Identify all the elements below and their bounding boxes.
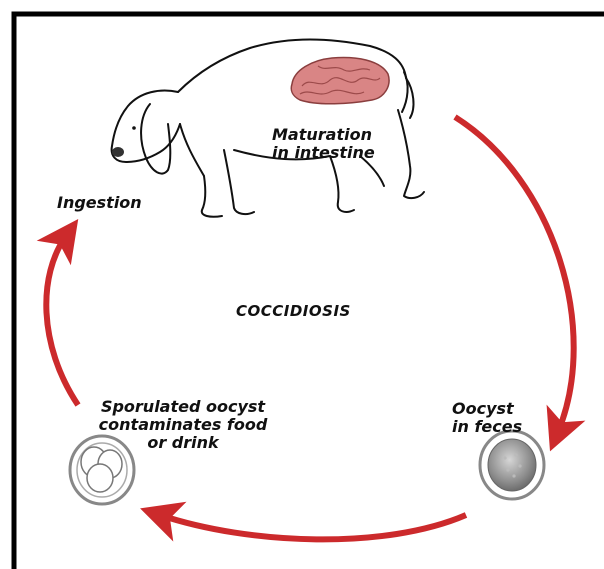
label-line: contaminates food xyxy=(78,416,288,434)
oocyst-feces-illustration xyxy=(480,431,544,499)
diagram-title: COCCIDIOSIS xyxy=(236,302,351,320)
label-sporulated-oocyst: Sporulated oocyst contaminates food or d… xyxy=(78,398,288,452)
label-line: or drink xyxy=(78,434,288,452)
label-oocyst-in-feces: Oocyst in feces xyxy=(452,400,522,436)
label-ingestion: Ingestion xyxy=(57,194,142,212)
arrow-sporulated-to-ingestion xyxy=(46,236,78,405)
arrow-dog-to-feces xyxy=(455,117,574,432)
arrow-feces-to-sporulated xyxy=(160,515,466,539)
label-line: Ingestion xyxy=(57,194,142,212)
label-line: Sporulated oocyst xyxy=(78,398,288,416)
label-maturation-in-intestine: Maturation in intestine xyxy=(272,126,375,162)
label-line: Oocyst xyxy=(452,400,522,418)
intestine-illustration xyxy=(291,58,389,104)
label-line: Maturation xyxy=(272,126,375,144)
label-line: in intestine xyxy=(272,144,375,162)
label-line: in feces xyxy=(452,418,522,436)
